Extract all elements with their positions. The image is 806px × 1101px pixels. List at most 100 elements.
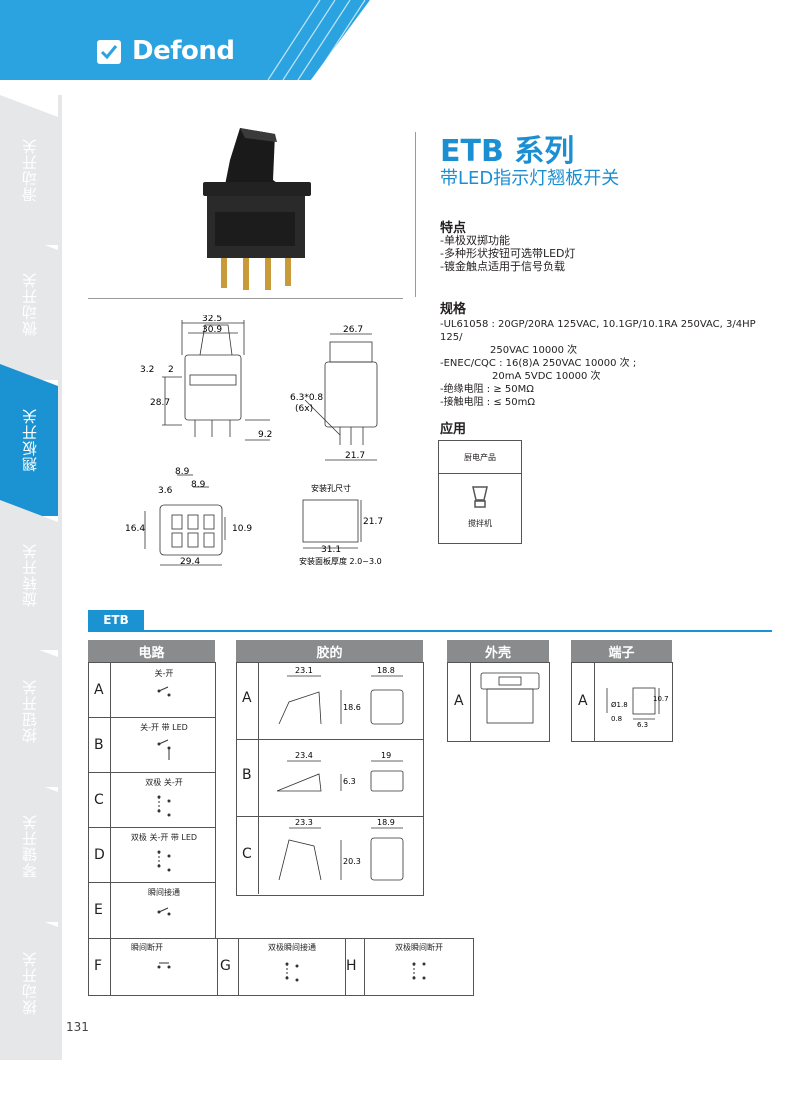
sidebar-tab-slide[interactable]: 滑动开关 [0, 95, 58, 245]
table-cell[interactable]: 双极瞬间接通 [238, 938, 346, 996]
series-tab[interactable]: ETB [88, 610, 144, 630]
sidebar-tab-label: 按钮开关 [20, 679, 39, 743]
cap-side: 18.8 [377, 666, 395, 675]
cap-header: 胶的 [236, 640, 423, 662]
circuit-label: 双极 关-开 [145, 778, 183, 787]
dim-8-9-b: 8.9 [191, 480, 206, 490]
page-number: 131 [66, 1020, 89, 1034]
divider [88, 298, 403, 299]
application-category: 厨电产品 [439, 441, 521, 474]
sidebar-tab-label: 微动开关 [20, 272, 39, 336]
cap-height: 18.6 [343, 703, 361, 712]
table-row[interactable]: E 瞬间接通 [88, 882, 216, 938]
circuit-letter: E [94, 902, 103, 918]
sidebar-tab-push[interactable]: 按钮开关 [0, 635, 58, 787]
circuit-letter: G [220, 958, 231, 974]
circuit-letter: A [94, 682, 104, 698]
specs-heading: 规格 [440, 302, 467, 317]
dim-26-7: 26.7 [343, 325, 363, 335]
series-underline [88, 630, 772, 632]
page-subtitle: 带LED指示灯翘板开关 [440, 168, 620, 189]
feature-item: -单极双掷功能 [440, 234, 510, 247]
sidebar-strip [58, 95, 62, 1060]
table-row[interactable]: D 双极 关-开 带 LED [88, 827, 216, 883]
drawing-side-view: 26.7 6.3*0.8 (6x) 21.7 [290, 325, 378, 461]
circuit-symbol-icon [412, 962, 426, 980]
terminal-diameter: Ø1.8 [611, 701, 628, 709]
panel-cutout-title: 安装孔尺寸 [311, 483, 351, 493]
terminal-header: 端子 [571, 640, 672, 662]
cap-side: 19 [381, 751, 391, 760]
application-heading: 应用 [440, 422, 467, 437]
sidebar-tab-label: 拨动开关 [20, 950, 39, 1015]
feature-item: -多种形状按钮可选带LED灯 [440, 247, 576, 260]
dim-panel-h: 21.7 [363, 517, 383, 527]
circuit-label: 瞬间接通 [148, 888, 180, 897]
cap-table [236, 662, 424, 896]
drawing-bottom-view: 8.9 8.9 3.6 16.4 10.9 29.4 [125, 467, 252, 567]
terminal-cell[interactable]: A Ø1.8 0.8 6.3 10.7 [571, 662, 673, 742]
terminal-width: 6.3 [637, 721, 648, 729]
brand-logo-text: Defond [132, 36, 235, 66]
table-row[interactable]: A 23.1 18.6 18.8 [236, 662, 424, 740]
table-row[interactable]: C 23.3 20.3 18.9 [236, 816, 424, 894]
drawing-panel-cutout: 安装孔尺寸 21.7 31.1 安装面板厚度 2.0~3.0 [299, 483, 383, 566]
sidebar-tab-label: 翘板开关 [20, 408, 39, 472]
sidebar-tab-rotary[interactable]: 旋转开关 [0, 500, 58, 650]
dim-32-5: 32.5 [202, 315, 222, 324]
blender-icon [472, 486, 488, 508]
table-row[interactable]: B 23.4 6.3 19 [236, 739, 424, 817]
housing-drawing [470, 663, 540, 741]
terminal-length: 10.7 [653, 695, 669, 703]
header-stripes [267, 0, 366, 81]
circuit-label: 瞬间断开 [131, 943, 163, 952]
dim-8-9-a: 8.9 [175, 467, 190, 477]
product-photo [203, 128, 311, 290]
table-cell[interactable]: 双极瞬间断开 [364, 938, 473, 996]
cap-letter: B [242, 767, 252, 783]
circuit-symbol-icon [157, 686, 171, 697]
circuit-symbol-icon [157, 795, 171, 817]
table-cell[interactable]: 瞬间断开 [110, 938, 218, 996]
dim-6x: (6x) [295, 404, 313, 414]
sidebar-tab-label: 滑动开关 [20, 138, 39, 202]
page-title: ETB 系列 [440, 134, 575, 169]
circuit-symbol-icon [157, 850, 171, 872]
circuit-symbol-icon [157, 962, 171, 969]
circuit-header: 电路 [88, 640, 215, 662]
table-row[interactable]: C 双极 关-开 [88, 772, 216, 828]
terminal-letter: A [578, 693, 588, 709]
circuit-label: 双极瞬间断开 [395, 943, 443, 952]
dim-3-2: 3.2 [140, 365, 154, 375]
table-row[interactable]: B 关-开 带 LED [88, 717, 216, 773]
terminal-thickness: 0.8 [611, 715, 622, 723]
sidebar-tab-rocker[interactable]: 翘板开关 [0, 364, 58, 516]
spec-line: -ENEC/CQC : 16(8)A 250VAC 10000 次 ; [440, 358, 637, 369]
application-item: 搅拌机 [468, 519, 492, 528]
feature-item: -镀金触点适用于信号负载 [440, 260, 565, 273]
circuit-label: 双极 关-开 带 LED [130, 833, 198, 842]
table-row[interactable]: A 关-开 [88, 662, 216, 718]
dim-29-4: 29.4 [180, 557, 200, 567]
circuit-letter: C [94, 792, 104, 808]
circuit-label: 双极瞬间接通 [268, 943, 316, 952]
sidebar-tab-micro[interactable]: 微动开关 [0, 228, 58, 380]
dim-10-9: 10.9 [232, 524, 252, 534]
cap-side: 18.9 [377, 818, 395, 827]
circuit-letter: F [94, 958, 103, 974]
dim-28-7: 28.7 [150, 398, 170, 408]
spec-line: -接触电阻 : ≤ 50mΩ [440, 397, 535, 408]
brand-logo-icon [97, 40, 121, 64]
dim-9-2: 9.2 [258, 430, 272, 440]
cap-drawing: 23.1 18.6 18.8 [258, 662, 404, 739]
housing-cell[interactable]: A [447, 662, 550, 742]
dim-16-4: 16.4 [125, 524, 145, 534]
dim-30-9: 30.9 [202, 325, 222, 335]
drawing-front-view: 32.5 30.9 3.2 2 28.7 9.2 [140, 315, 272, 441]
cap-height: 20.3 [343, 857, 361, 866]
cap-width: 23.4 [295, 751, 313, 760]
sidebar-tab-piano[interactable]: 琴键开关 [0, 770, 58, 922]
sidebar-tab-toggle[interactable]: 拨动开关 [0, 905, 58, 1060]
circuit-label: 关-开 带 LED [140, 723, 188, 732]
cap-height: 6.3 [343, 777, 356, 786]
